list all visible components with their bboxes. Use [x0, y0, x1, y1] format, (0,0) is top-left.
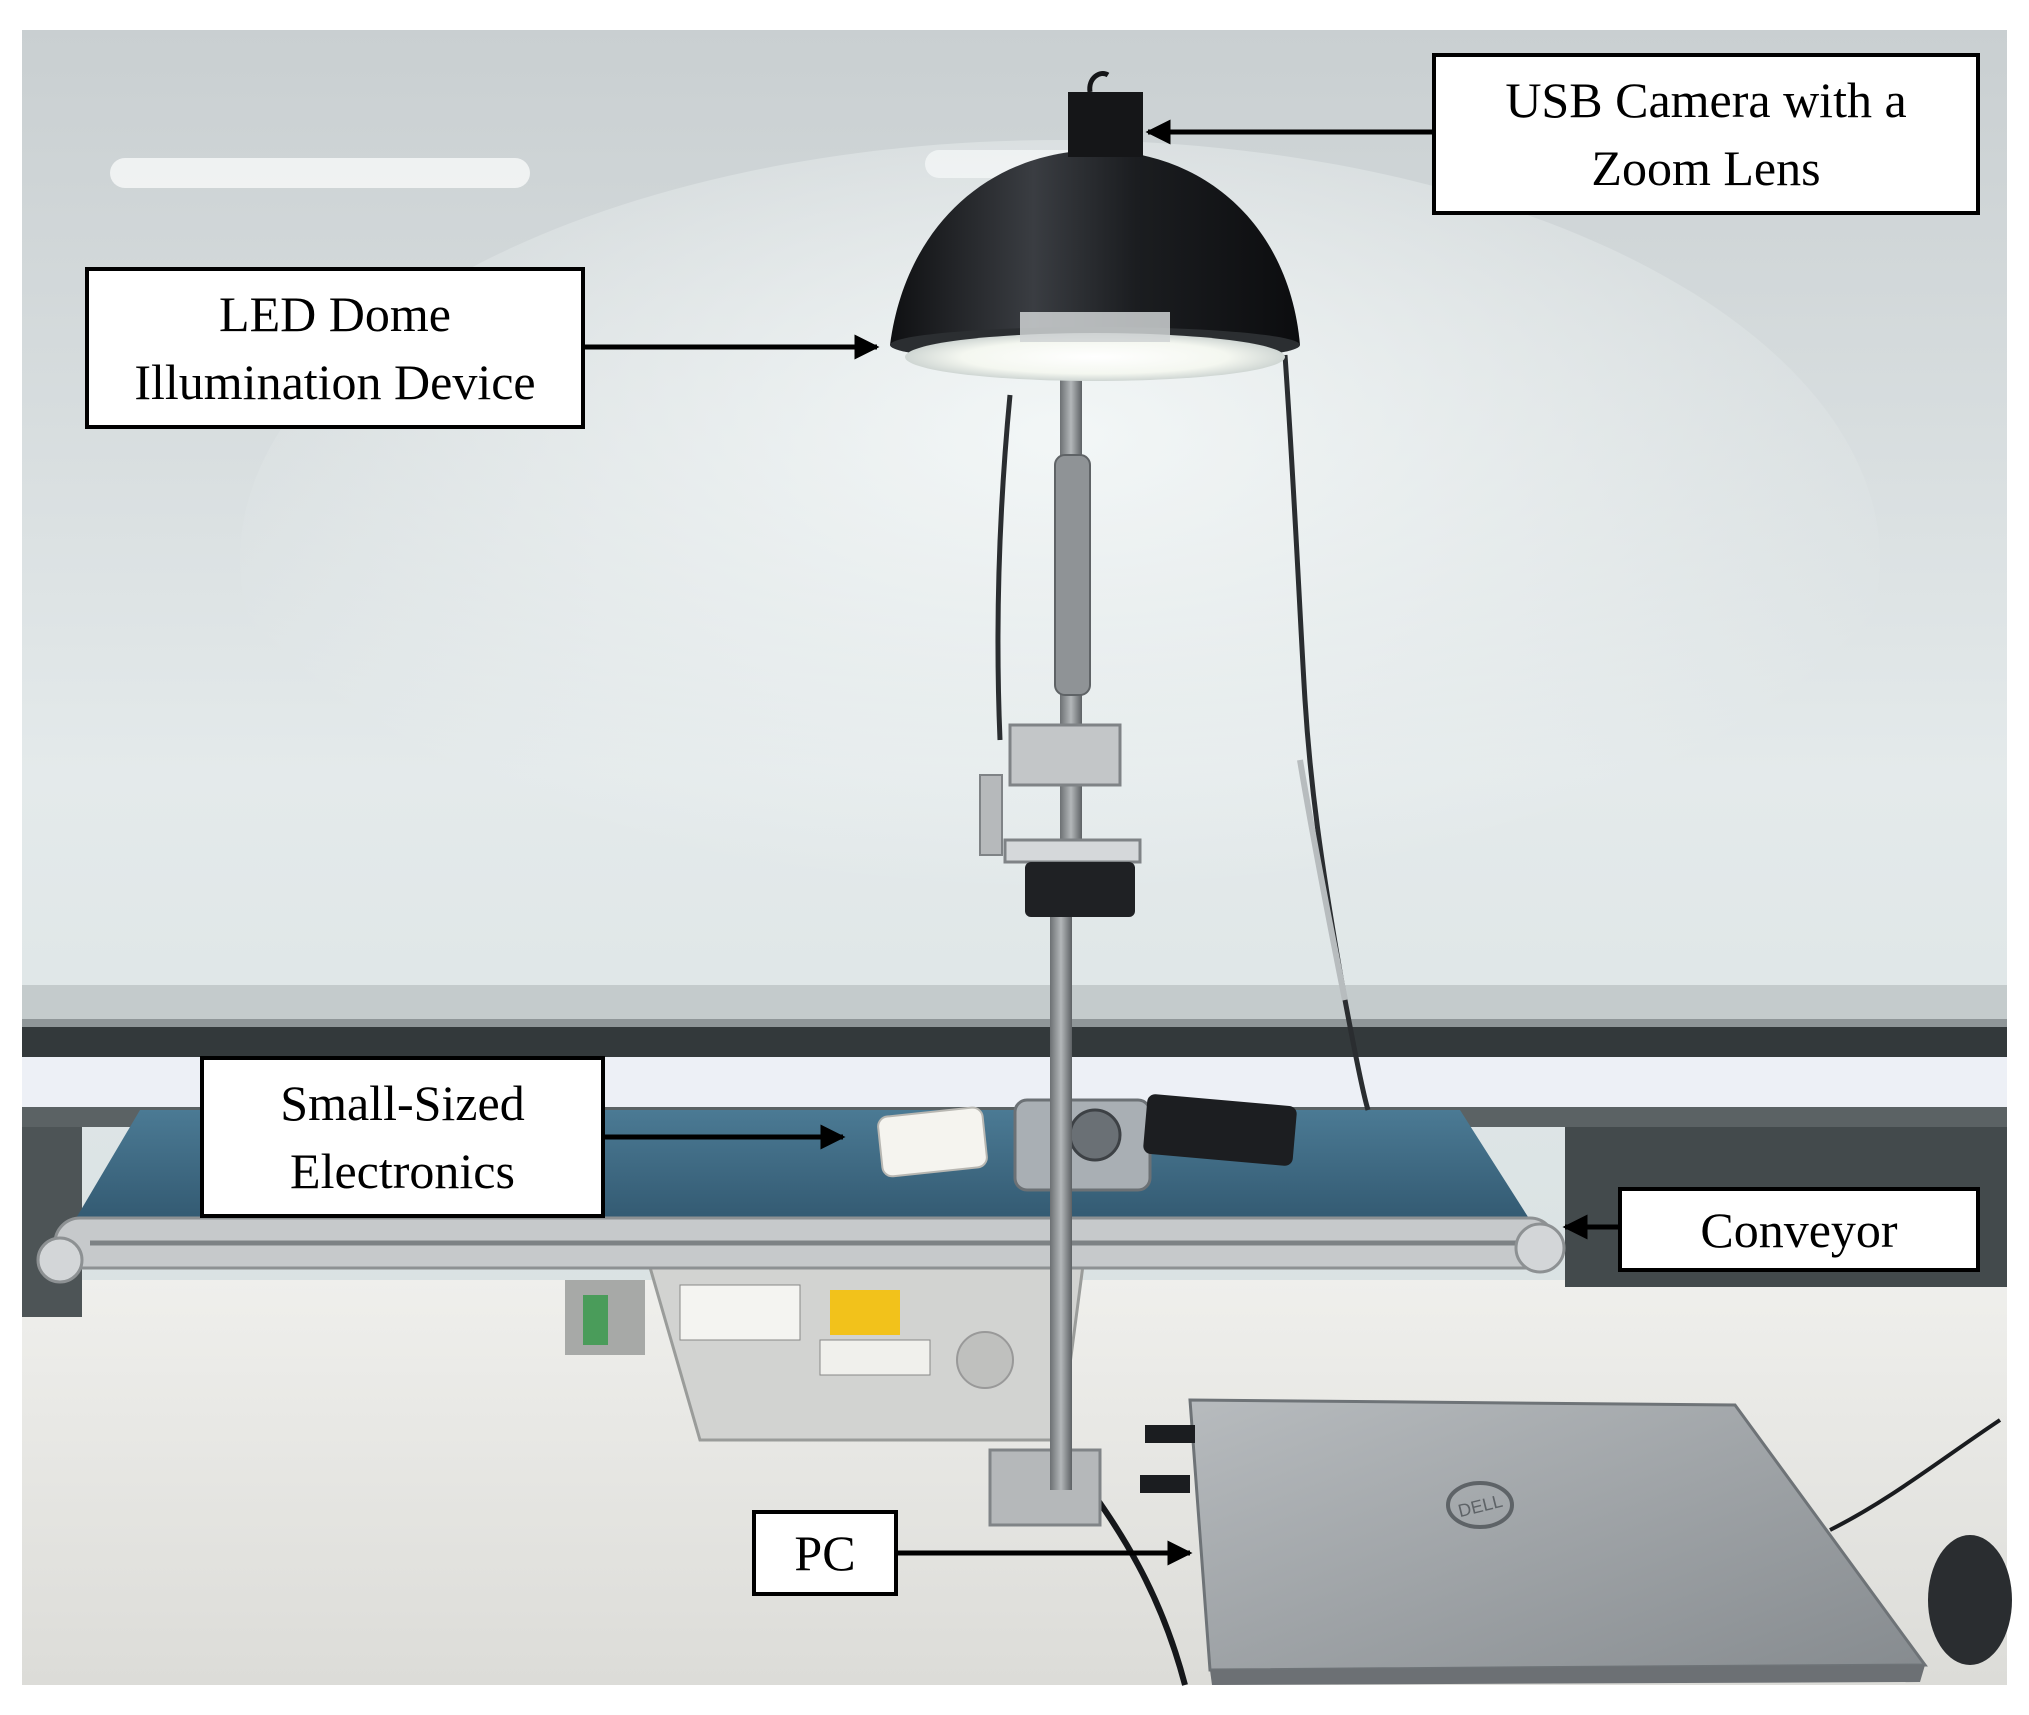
controller-spec-label — [679, 1284, 801, 1341]
small-electronics-label-line2: Electronics — [290, 1143, 515, 1199]
led-dome-label: LED Dome Illumination Device — [85, 267, 585, 429]
laptop-usb-port-2 — [1140, 1475, 1190, 1493]
lamp-base-plate — [988, 1448, 1102, 1527]
usb-camera-body — [1068, 92, 1143, 157]
led-dome-label-line1: LED Dome — [219, 286, 451, 342]
clamp-block — [1025, 862, 1135, 917]
conveyor-left-roller — [36, 1236, 84, 1284]
small-electronics-label: Small-Sized Electronics — [200, 1056, 605, 1218]
controller-nameplate — [819, 1339, 931, 1376]
electronic-camera-lens — [1068, 1108, 1122, 1162]
electronic-white-box — [877, 1106, 988, 1178]
dome-mount-plate — [1020, 312, 1170, 342]
usb-camera-cable — [1087, 71, 1110, 93]
controller-warning-sticker — [830, 1290, 900, 1335]
grey-cable — [1297, 759, 1348, 1001]
conveyor-label-line1: Conveyor — [1700, 1201, 1898, 1258]
lamp-pole-lower — [1050, 860, 1072, 1490]
conveyor-label: Conveyor — [1618, 1187, 1980, 1272]
controller-knob — [956, 1331, 1014, 1389]
ceiling-light-left — [110, 158, 530, 188]
turnbuckle — [1054, 454, 1091, 696]
clamp-bracket — [1008, 723, 1122, 787]
pc-label-line1: PC — [794, 1525, 856, 1581]
controller-green-terminal — [583, 1295, 608, 1345]
laptop-usb-port-1 — [1145, 1425, 1195, 1443]
whiteboard-rail-edge — [22, 1019, 2007, 1027]
usb-camera-label-line2: Zoom Lens — [1591, 140, 1821, 196]
small-electronics-label-line1: Small-Sized — [280, 1075, 525, 1131]
usb-camera-label: USB Camera with a Zoom Lens — [1432, 53, 1980, 215]
lamp-cable-right — [1282, 354, 1371, 1111]
clamp-plate — [1003, 838, 1142, 864]
electronic-black-box — [1143, 1094, 1297, 1166]
mouse-cable — [1829, 1418, 2002, 1532]
back-shadow-strip — [22, 1027, 2007, 1057]
laptop-logo-ring — [1446, 1481, 1514, 1529]
lamp-cable-left — [995, 394, 1013, 741]
led-ring-light — [905, 333, 1285, 381]
laptop-base-edge — [1210, 1665, 1925, 1685]
whiteboard-rail — [22, 985, 2007, 1019]
side-bracket — [979, 774, 1003, 856]
pc-label: PC — [752, 1510, 898, 1596]
led-dome-label-line2: Illumination Device — [134, 354, 536, 410]
conveyor-right-roller — [1514, 1222, 1566, 1274]
led-dome — [890, 150, 1300, 345]
usb-camera-label-line1: USB Camera with a — [1505, 72, 1907, 128]
computer-mouse — [1928, 1535, 2012, 1665]
